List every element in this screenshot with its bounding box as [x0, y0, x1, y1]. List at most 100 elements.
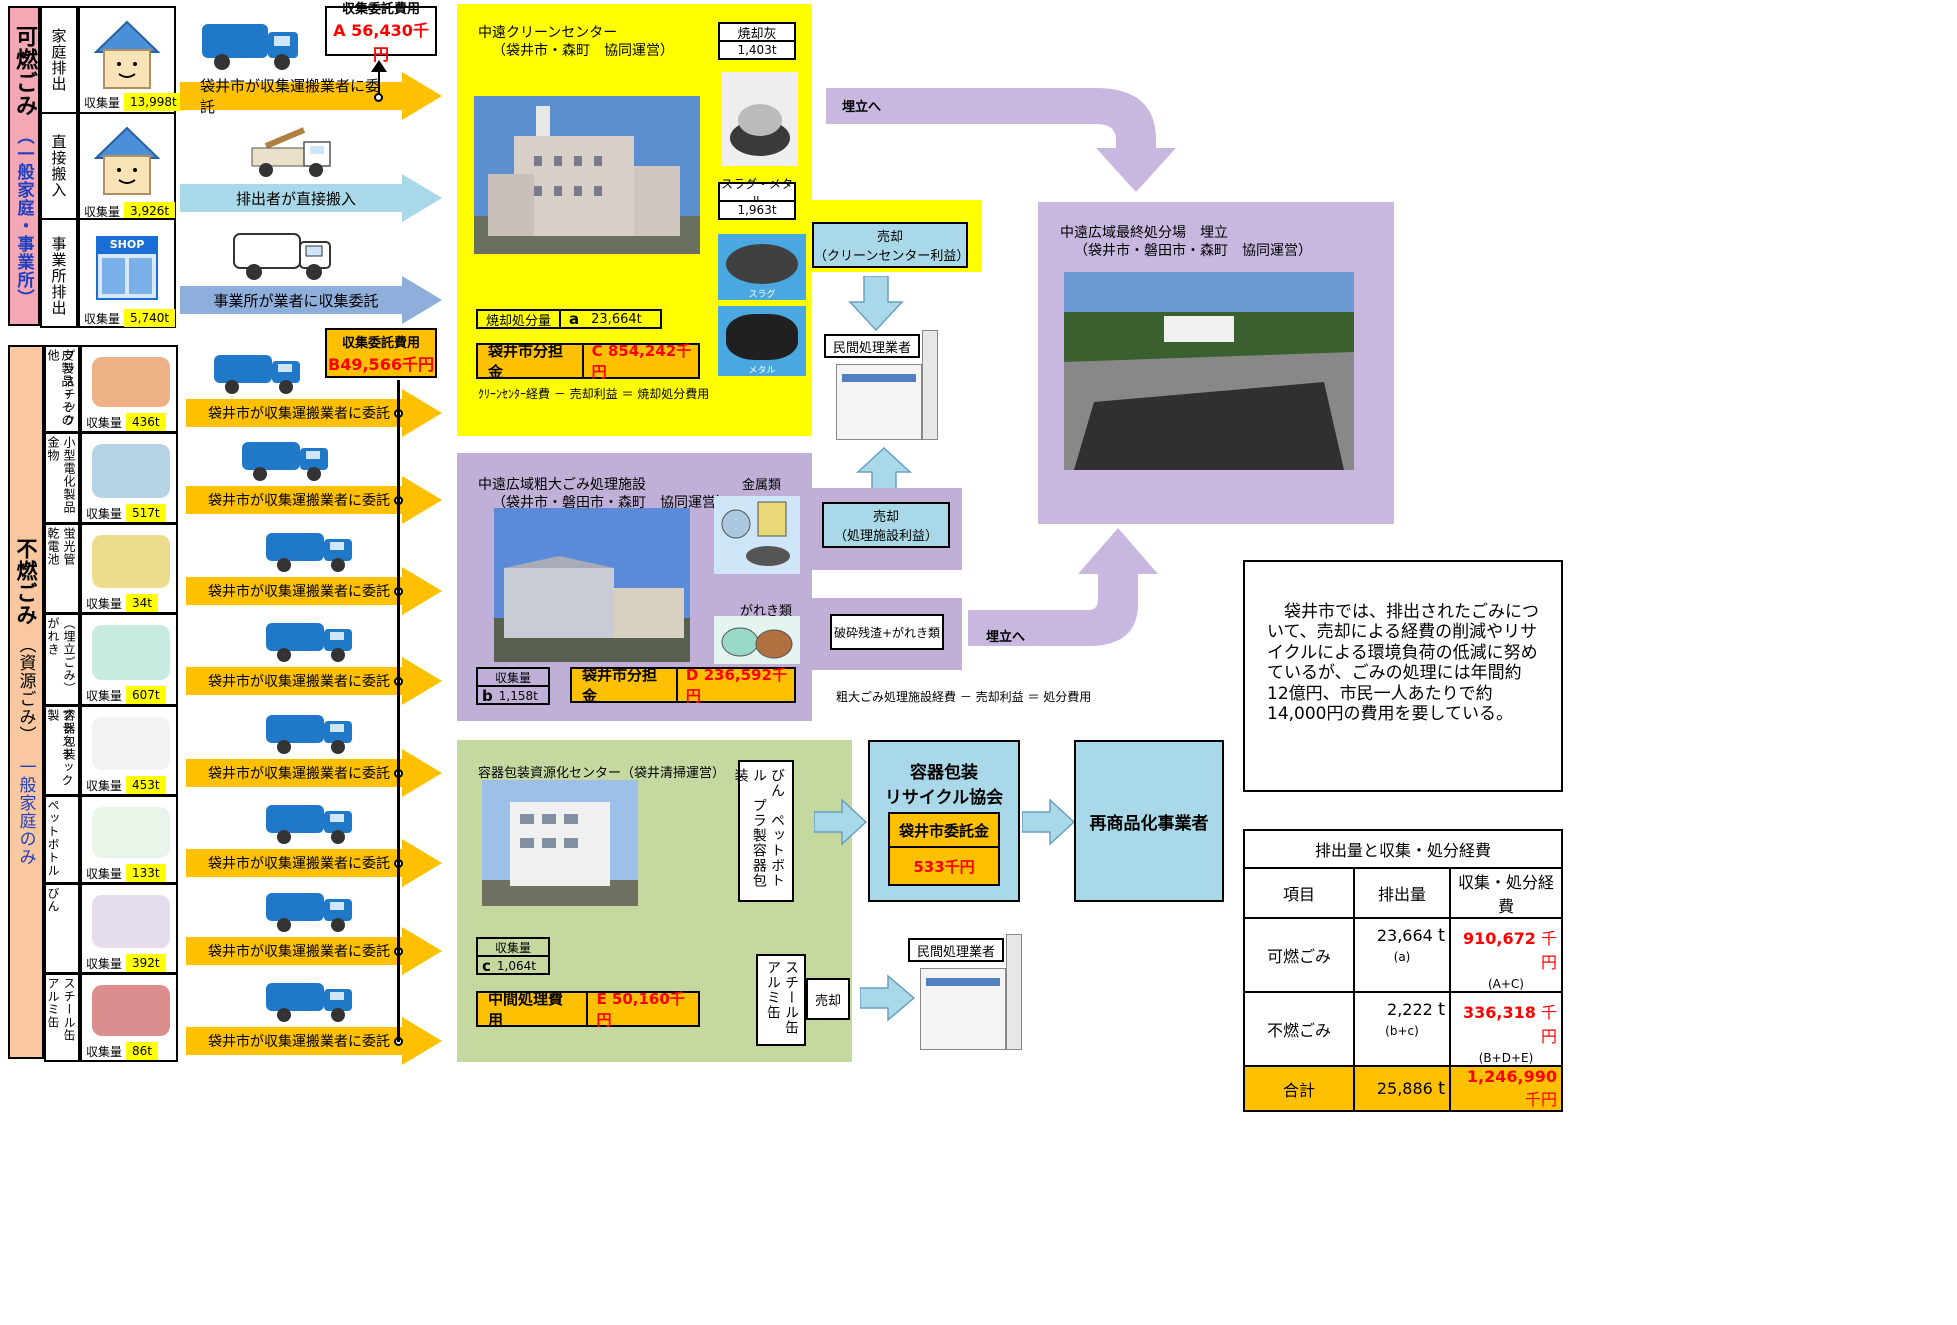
row-label: 乾電池	[46, 527, 60, 566]
garbage-truck-icon	[266, 983, 352, 1022]
final-site-title: 中遠広域最終処分場 埋立	[1060, 225, 1228, 241]
landfill-arrow-top	[826, 88, 1176, 192]
cost-table-title: 排出量と収集・処分経費	[1243, 829, 1563, 869]
flow-arrow-nc: 袋井市が収集運搬業者に委託	[186, 476, 442, 524]
flow-arrow-business: 事業所が業者に収集委託	[180, 276, 442, 324]
bulky-photo	[494, 508, 690, 662]
item-illustration	[92, 807, 170, 858]
metal-photo: メタル	[718, 306, 806, 376]
note-box: 袋井市では、排出されたごみについて、売却による経費の削減やリサイクルによる環境負…	[1243, 560, 1563, 792]
row-label: 金物	[46, 436, 60, 462]
flow-arrow-direct: 排出者が直接搬入	[180, 174, 442, 222]
house-icon	[94, 126, 160, 195]
flow-arrow-nc: 袋井市が収集運搬業者に委託	[186, 1017, 442, 1065]
row-label: スチール缶	[62, 977, 76, 1042]
recycle-association: 容器包装リサイクル協会 袋井市委託金 533千円	[868, 740, 1020, 902]
cost-table: 排出量と収集・処分経費 項目 排出量 収集・処分経費 可燃ごみ 23,664 t…	[1243, 829, 1563, 1112]
ash-title: 焼却灰	[718, 22, 796, 42]
fee-connector	[378, 66, 380, 98]
col-header: 収集・処分経費	[1449, 867, 1563, 919]
clean-center-sale: 売却（クリーンセンター利益）	[812, 222, 969, 268]
clean-center-photo	[474, 96, 700, 254]
item-illustration	[92, 535, 170, 588]
metal-scrap-icon	[714, 496, 800, 574]
bulky-formula: 粗大ごみ処理施設経費 － 売却利益 ＝ 処分費用	[836, 690, 1092, 704]
combustible-row-business	[40, 218, 78, 328]
nc-row	[44, 973, 80, 1062]
ash-photo	[722, 72, 798, 166]
landfill-arrow-bottom	[968, 528, 1158, 646]
row-label: 小型電化製品	[62, 436, 76, 514]
row-label: アルミ缶	[46, 977, 60, 1029]
flow-arrow-nc: 袋井市が収集運搬業者に委託	[186, 567, 442, 615]
row-label: 事業所排出	[49, 235, 68, 316]
container-cans: スチール缶 アルミ缶	[756, 954, 806, 1050]
clean-center-subtitle: （袋井市・森町 協同運営）	[492, 43, 674, 59]
slag-value: 1,963t	[718, 200, 796, 220]
pickup-truck-icon	[251, 127, 331, 177]
garbage-truck-icon	[242, 442, 328, 481]
house-icon	[94, 20, 160, 89]
item-illustration	[92, 444, 170, 498]
row-label: 直接搬入	[49, 134, 68, 198]
row-label: （埋立ごみ）	[62, 617, 76, 695]
item-illustration	[92, 625, 170, 680]
garbage-truck-icon	[202, 24, 298, 70]
flow-arrow-household: 袋井市が収集運搬業者に委託	[180, 72, 442, 120]
row-label: ペットボトル	[46, 799, 60, 877]
garbage-truck-icon	[266, 533, 352, 572]
garbage-truck-icon	[266, 715, 352, 754]
combustible-cell-business	[78, 218, 176, 328]
row-label: 容器包装	[62, 709, 76, 761]
item-illustration	[92, 895, 170, 948]
landfill-label-bottom: 埋立へ	[986, 630, 1026, 645]
connector-dot	[374, 93, 383, 102]
flow-arrow-nc: 袋井市が収集運搬業者に委託	[186, 927, 442, 975]
landfill-label-top: 埋立へ	[842, 100, 882, 115]
clean-center-title: 中遠クリーンセンター	[478, 25, 618, 41]
clean-center-formula: ｸﾘｰﾝｾﾝﾀｰ経費 － 売却利益 ＝ 焼却処分費用	[478, 387, 710, 401]
item-illustration	[92, 357, 170, 407]
bulky-share: 袋井市分担金 D 236,592千円	[570, 666, 796, 705]
right-arrow	[1022, 798, 1076, 846]
metal-label: 金属類	[742, 478, 782, 493]
final-site-photo	[1064, 272, 1354, 470]
garbage-truck-icon	[266, 805, 352, 844]
row-label: 家庭排出	[49, 28, 68, 92]
collection-fee-a: 収集委託費用 A 56,430千円	[325, 2, 437, 64]
noncombustible-side-label: 不燃ごみ （資源ごみ） 一般家庭のみ	[8, 345, 44, 1059]
bulky-residue: 破砕残渣+がれき類	[830, 614, 944, 650]
right-arrow	[814, 798, 868, 846]
table-total-row: 合計 25,886 t 1,246,990 千円	[1243, 1065, 1563, 1112]
final-site-subtitle: （袋井市・磐田市・森町 協同運営）	[1074, 243, 1312, 259]
right-arrow	[860, 974, 916, 1022]
flow-arrow-nc: 袋井市が収集運搬業者に委託	[186, 749, 442, 797]
flow-arrow-nc: 袋井市が収集運搬業者に委託	[186, 657, 442, 705]
row-label: プラスチック製	[46, 709, 74, 787]
bulky-subtitle: （袋井市・磐田市・森町 協同運営）	[492, 495, 730, 511]
row-label: がれき	[46, 617, 60, 656]
container-cost: 中間処理費用 E 50,160千円	[476, 990, 700, 1029]
row-label: 蛍光管	[62, 527, 76, 566]
item-illustration	[92, 985, 170, 1036]
garbage-truck-icon	[214, 355, 300, 394]
item-illustration	[92, 717, 170, 770]
burn-amount: 焼却処分量 a 23,664t	[476, 309, 662, 329]
row-label: 皮製品・その他	[46, 349, 74, 427]
fee-arrowhead	[371, 60, 387, 72]
container-sale: 売却	[806, 978, 850, 1020]
ash-value: 1,403t	[718, 40, 796, 60]
bulky-sale: 売却（処理施設利益）	[822, 502, 950, 548]
container-items: びん ペットボトル プラ製容器包装	[733, 760, 794, 902]
table-row: 可燃ごみ 23,664 t(a) 910,672 千円(A+C)	[1243, 917, 1563, 993]
flow-arrow-nc: 袋井市が収集運搬業者に委託	[186, 839, 442, 887]
